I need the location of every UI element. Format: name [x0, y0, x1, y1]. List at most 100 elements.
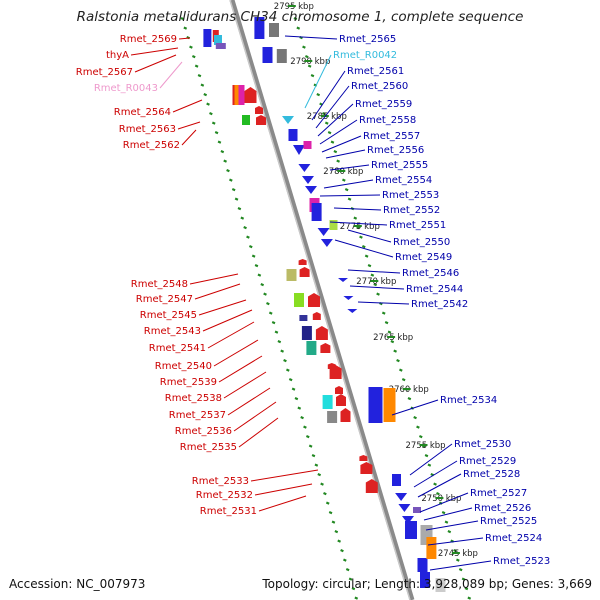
- gene-label-forward[interactable]: Rmet_2530: [454, 439, 511, 450]
- gene-label-reverse[interactable]: Rmet_2564: [114, 107, 171, 118]
- gene-label-reverse[interactable]: Rmet_2532: [196, 490, 253, 501]
- gene-arrow-forward: [395, 493, 408, 501]
- gene-label-reverse[interactable]: Rmet_2547: [136, 294, 193, 305]
- gene-label-forward[interactable]: Rmet_2554: [375, 175, 432, 186]
- ruler-dot-forward: [333, 149, 338, 154]
- gene-label-forward[interactable]: Rmet_2559: [355, 99, 412, 110]
- gene-feature-reverse: [322, 395, 333, 409]
- ruler-dot-forward: [336, 159, 340, 163]
- gene-label-forward[interactable]: Rmet_2527: [470, 488, 527, 499]
- ruler-dot-reverse: [246, 235, 250, 239]
- gene-feature-reverse: [238, 85, 245, 105]
- ruler-dot-forward: [342, 178, 346, 182]
- gene-label-forward[interactable]: Rmet_2561: [347, 66, 404, 77]
- ruler-dot-forward: [310, 73, 315, 78]
- gene-label-forward[interactable]: Rmet_2549: [395, 252, 452, 263]
- gene-label-forward[interactable]: Rmet_2528: [463, 469, 520, 480]
- ruler-dot-forward: [373, 282, 378, 287]
- label-leader-line: [213, 339, 259, 367]
- gene-label-reverse[interactable]: Rmet_2540: [155, 361, 212, 372]
- gene-feature-forward: [262, 47, 273, 63]
- gene-label-forward[interactable]: Rmet_2542: [411, 299, 468, 310]
- gene-label-forward[interactable]: Rmet_2552: [383, 205, 440, 216]
- label-leader-line: [321, 135, 362, 153]
- ruler-dot-reverse: [197, 73, 202, 78]
- gene-label-reverse[interactable]: Rmet_2536: [175, 426, 232, 437]
- ruler-dot-reverse: [214, 130, 219, 135]
- ruler-dot-reverse: [203, 92, 208, 97]
- gene-label-forward[interactable]: Rmet_2551: [389, 220, 446, 231]
- label-leader-line: [423, 507, 473, 521]
- gene-label-forward[interactable]: Rmet_2534: [440, 395, 497, 406]
- map-title: Ralstonia metallidurans CH34 chromosome …: [76, 9, 524, 25]
- gene-arrow-reverse: [340, 408, 351, 422]
- gene-label-forward[interactable]: Rmet_2550: [393, 237, 450, 248]
- gene-label-forward[interactable]: Rmet_2553: [382, 190, 439, 201]
- gene-label-forward[interactable]: Rmet_2565: [339, 34, 396, 45]
- ruler-dot-forward: [316, 92, 321, 97]
- ruler-dot-forward: [416, 425, 420, 429]
- gene-arrow-forward: [402, 516, 414, 524]
- gene-label-reverse[interactable]: Rmet_2541: [149, 343, 206, 354]
- gene-arrow-forward: [398, 504, 411, 512]
- gene-arrow-reverse: [315, 326, 328, 340]
- gene-arrow-reverse: [256, 115, 266, 125]
- gene-feature-reverse: [299, 315, 308, 321]
- gene-label-forward[interactable]: Rmet_2546: [402, 268, 459, 279]
- gene-label-reverse[interactable]: Rmet_2569: [120, 34, 177, 45]
- gene-label-reverse[interactable]: Rmet_2537: [169, 410, 226, 421]
- gene-feature-reverse: [242, 115, 250, 125]
- gene-arrow-reverse: [360, 462, 373, 474]
- gene-label-reverse[interactable]: Rmet_2531: [200, 506, 257, 517]
- gene-arrow-reverse: [359, 455, 368, 461]
- gene-arrow-forward: [282, 116, 294, 124]
- label-leader-line: [325, 149, 366, 159]
- gene-label-reverse[interactable]: Rmet_2539: [160, 377, 217, 388]
- gene-arrow-forward: [343, 296, 354, 300]
- gene-label-reverse[interactable]: Rmet_2567: [76, 67, 133, 78]
- ruler-dot-reverse: [340, 548, 344, 553]
- gene-label-reverse[interactable]: Rmet_2563: [119, 124, 176, 135]
- gene-label-forward[interactable]: Rmet_2524: [485, 533, 542, 544]
- gene-label-forward[interactable]: Rmet_2523: [493, 556, 550, 567]
- ruler-dot-forward: [356, 225, 360, 230]
- gene-label-reverse[interactable]: Rmet_2548: [131, 279, 188, 290]
- ruler-dot-reverse: [345, 567, 350, 572]
- gene-label-forward[interactable]: Rmet_2556: [367, 145, 424, 156]
- gene-label-forward[interactable]: Rmet_2544: [406, 284, 463, 295]
- gene-label-reverse[interactable]: Rmet_2562: [123, 140, 180, 151]
- gene-feature-reverse: [301, 326, 312, 340]
- ruler-dot-reverse: [291, 387, 296, 391]
- gene-label-reverse[interactable]: Rmet_2545: [140, 310, 197, 321]
- gene-label-reverse[interactable]: Rmet_2535: [180, 442, 237, 453]
- gene-label-reverse[interactable]: Rmet_R0043: [94, 83, 158, 94]
- ruler-dot-forward: [413, 415, 417, 420]
- gene-label-reverse[interactable]: Rmet_2538: [165, 393, 222, 404]
- gene-label-reverse[interactable]: Rmet_2533: [192, 476, 249, 487]
- ruler-dot-reverse: [305, 434, 310, 439]
- ruler-dot-reverse: [240, 216, 245, 220]
- gene-label-forward[interactable]: Rmet_2525: [480, 516, 537, 527]
- ruler-dot-forward: [293, 16, 298, 21]
- gene-labels: Rmet_2565Rmet_R0042Rmet_2561Rmet_2560Rme…: [76, 34, 550, 567]
- gene-label-forward[interactable]: Rmet_2557: [363, 131, 420, 142]
- ruler-dot-reverse: [274, 330, 279, 334]
- ruler-dot-forward: [347, 197, 352, 201]
- gene-features: [203, 17, 446, 592]
- backbone-line: [229, 0, 415, 600]
- gene-arrow-reverse: [320, 343, 331, 353]
- gene-label-forward[interactable]: Rmet_2555: [371, 160, 428, 171]
- label-leader-line: [319, 119, 358, 145]
- gene-label-forward[interactable]: Rmet_R0042: [333, 50, 397, 61]
- ruler-dot-reverse: [194, 64, 199, 68]
- gene-label-forward[interactable]: Rmet_2560: [351, 81, 408, 92]
- gene-label-forward[interactable]: Rmet_2558: [359, 115, 416, 126]
- ruler-dot-reverse: [311, 453, 316, 458]
- gene-label-reverse[interactable]: Rmet_2543: [144, 326, 201, 337]
- gene-label-reverse[interactable]: thyA: [106, 50, 129, 61]
- gene-label-forward[interactable]: Rmet_2529: [459, 456, 516, 467]
- ruler-dot-forward: [370, 273, 375, 277]
- ruler-dot-reverse: [354, 596, 359, 600]
- gene-arrow-reverse: [336, 394, 346, 406]
- gene-label-forward[interactable]: Rmet_2526: [474, 503, 531, 514]
